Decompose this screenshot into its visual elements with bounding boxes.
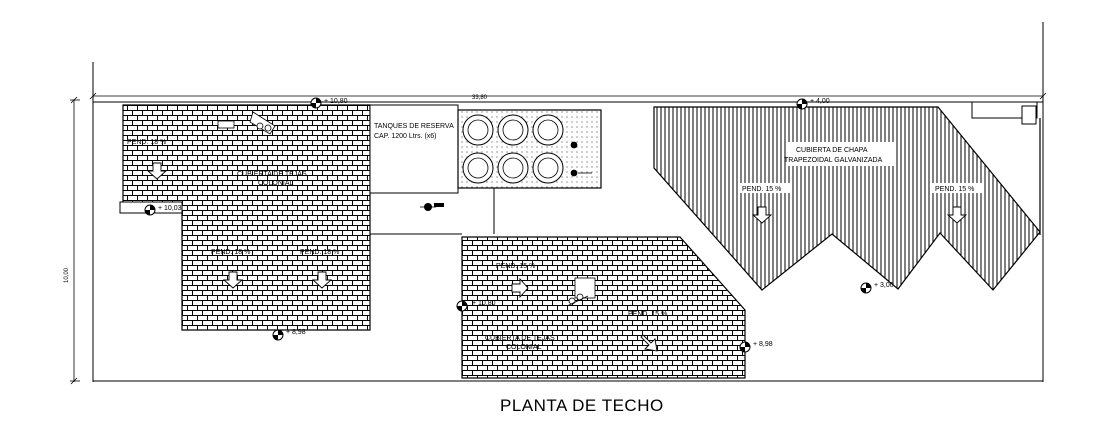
slope-arrow-icon (640, 334, 658, 352)
tile-roof-upper-label-1: CUBIERTA DE TEJAS (237, 171, 307, 178)
level-marker (272, 329, 284, 341)
vent-box-icon (217, 120, 235, 129)
height-dimension (70, 96, 80, 385)
tile-roof-lower-slope-1: PEND. 15 % (496, 263, 535, 270)
tile-roof-lower (461, 236, 746, 379)
level-label: + 10,80 (324, 98, 348, 105)
water-tank-lid (502, 157, 524, 179)
level-marker (860, 282, 872, 294)
slope-arrow-icon (222, 271, 244, 289)
width-dimension (89, 92, 1047, 100)
metal-roof-slope-bg (738, 183, 790, 193)
tile-roof-lower-label-2: COLONIAL (506, 344, 542, 351)
tile-roof-upper-slope-3: PEND. 18 % (300, 249, 339, 256)
height-dimension-label: 10,00 (64, 267, 70, 283)
level-label: + 3,00 (874, 282, 894, 289)
level-marker (310, 97, 322, 109)
tanks-label-1: TANQUES DE RESERVA (374, 123, 454, 130)
slope-arrow-icon (751, 206, 773, 224)
slope-arrow-icon (946, 206, 968, 224)
tile-roof-lower-slope-2: PEND. 15 % (628, 311, 667, 318)
level-label: + 8,98 (286, 329, 306, 336)
tile-roof-upper-label-2: COLONIAL (258, 180, 294, 187)
level-marker (739, 341, 751, 353)
level-label: + 8,98 (753, 341, 773, 348)
level-label: + 4,00 (810, 98, 830, 105)
metal-roof-slope-2: PEND. 15 % (935, 186, 974, 193)
roof-corner-fixture (1021, 105, 1037, 125)
water-tank-lid (502, 119, 524, 141)
slope-arrow-icon (146, 162, 168, 180)
drawing-title: PLANTA DE TECHO (500, 396, 664, 415)
water-tank-lid (467, 119, 489, 141)
metal-roof-slope-bg (932, 183, 984, 193)
tile-roof-upper-slope-1: PEND. 18 % (127, 139, 166, 146)
slope-arrow-icon (311, 271, 333, 289)
drain-icon (420, 203, 444, 211)
water-tanks (462, 114, 564, 184)
water-tank-lid (537, 157, 559, 179)
plot-boundary (92, 22, 1044, 382)
slope-arrow-icon (511, 277, 529, 299)
roof-corner-box (971, 101, 1038, 119)
width-dimension-label: 33,80 (472, 95, 488, 101)
metal-roof-label-1: CUBIERTA DE CHAPA (796, 147, 868, 154)
level-label: + 10,80 (472, 300, 496, 307)
water-tank-lid (537, 119, 559, 141)
metal-roof-label-bg (786, 142, 896, 166)
level-label: + 10,03 (158, 205, 182, 212)
level-marker (144, 204, 156, 216)
level-marker (796, 98, 808, 110)
metal-roof-label-2: TRAPEZOIDAL GALVANIZADA (784, 157, 883, 164)
metal-roof (653, 106, 1041, 291)
level-marker (456, 300, 468, 312)
metal-roof-slope-1: PEND. 15 % (742, 186, 781, 193)
valve-icon (570, 141, 592, 177)
tank-area-slab (369, 104, 459, 194)
tile-roof-upper-slope-2: PEND. 18 % (211, 249, 250, 256)
water-tank-lid (467, 157, 489, 179)
tile-roof-lower-label-1: CUBIERTA DE TEJAS (485, 335, 555, 342)
skylight-icon (566, 277, 596, 307)
tanks-label-2: CAP. 1200 Ltrs. (x6) (374, 133, 437, 140)
chimney-icon (249, 111, 276, 135)
